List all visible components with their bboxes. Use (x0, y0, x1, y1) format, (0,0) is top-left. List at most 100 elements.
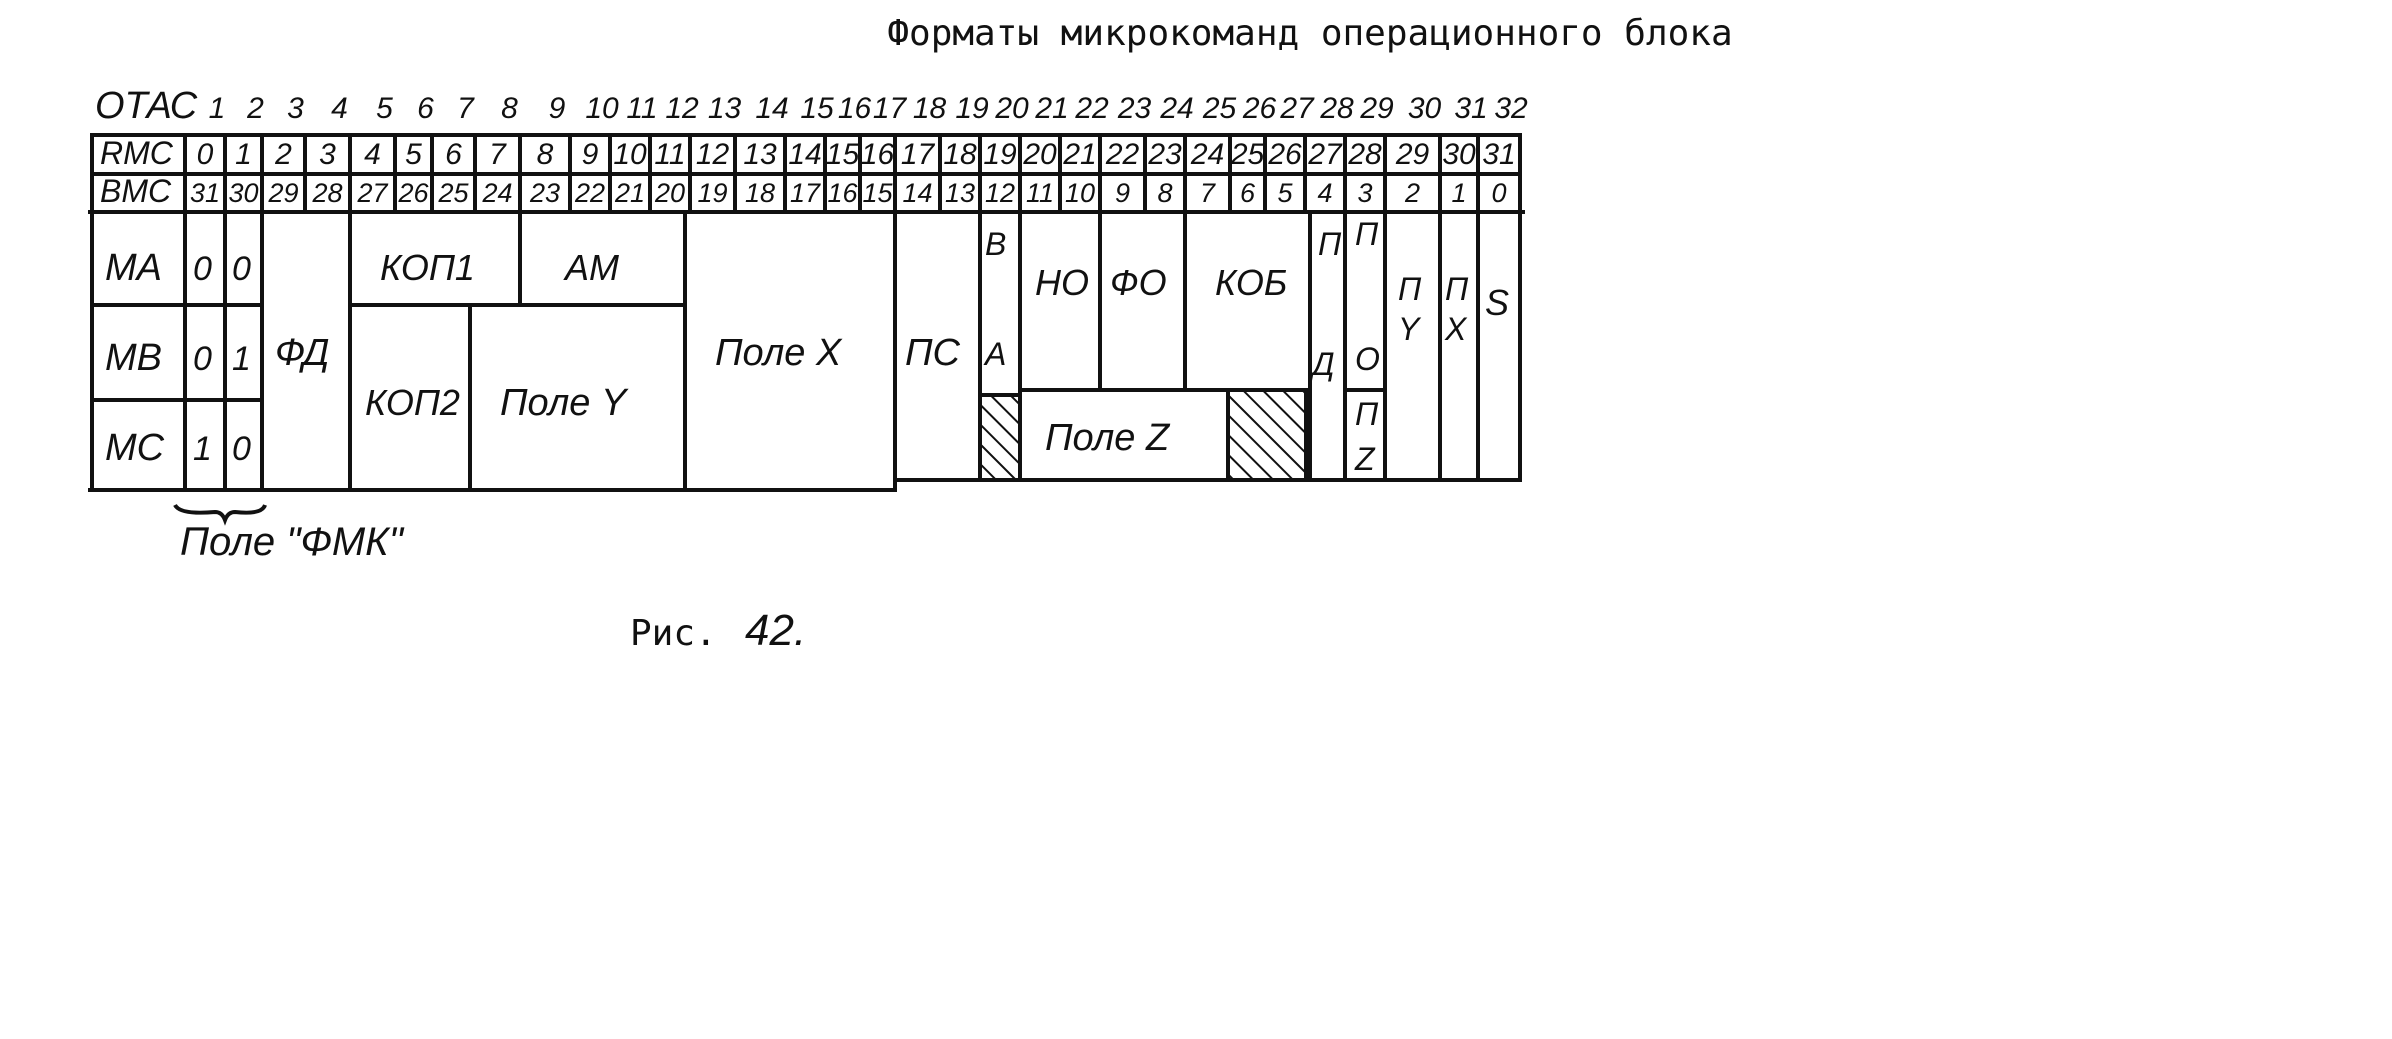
field-kob: КОБ (1215, 262, 1287, 303)
otac-bit-number: 8 (501, 92, 518, 125)
otac-bit-number: 24 (1159, 92, 1193, 125)
rmc-bit-number: 28 (1347, 138, 1382, 171)
otac-bit-number: 16 (838, 92, 872, 125)
bmc-bit-number: 1 (1451, 178, 1466, 208)
ma-label: MA (105, 247, 162, 289)
otac-bit-number: 5 (376, 92, 393, 125)
field-v: В (985, 226, 1006, 262)
format-table: 0311302293284275266257248239221021112012… (88, 133, 1525, 492)
bmc-bit-number: 26 (397, 178, 429, 208)
field-py-top: П (1398, 271, 1422, 307)
rmc-label: RMC (100, 135, 174, 171)
rmc-bit-number: 26 (1267, 138, 1302, 171)
otac-bit-number: 1 (209, 92, 226, 125)
field-a: А (983, 336, 1006, 372)
field-px-bot: X (1444, 311, 1468, 347)
rmc-bit-number: 11 (654, 138, 685, 171)
rmc-bit-number: 15 (826, 138, 860, 171)
rmc-bit-number: 0 (197, 138, 214, 171)
rmc-bit-number: 19 (983, 138, 1017, 171)
rmc-bit-number: 18 (943, 138, 977, 171)
fmk-bit: 0 (232, 250, 251, 288)
otac-bit-number: 28 (1319, 92, 1354, 125)
figure-caption-number: 42. (745, 606, 806, 655)
field-cell-s (1476, 210, 1522, 482)
bmc-label: BMC (100, 173, 172, 209)
figure-caption-prefix: Рис. (630, 613, 717, 654)
rmc-bit-number: 30 (1442, 138, 1476, 171)
rmc-bit-number: 2 (274, 138, 292, 171)
bmc-bit-number: 18 (745, 178, 775, 208)
rmc-bit-number: 3 (319, 138, 336, 171)
bmc-bit-number: 22 (574, 178, 605, 208)
otac-bit-number: 3 (287, 92, 304, 125)
fmk-field-label: Поле "ФМК" (180, 520, 405, 564)
otac-bit-number: 4 (331, 92, 348, 125)
rmc-bit-number: 7 (489, 138, 507, 171)
field-po-top: П (1355, 216, 1379, 252)
diagram-title: Форматы микрокоманд операционного блока (887, 13, 1732, 54)
bmc-bit-number: 29 (267, 178, 298, 208)
bmc-bit-number: 13 (945, 178, 975, 208)
bmc-bit-number: 6 (1240, 178, 1256, 208)
bmc-bit-number: 8 (1157, 178, 1172, 208)
otac-bit-number: 6 (417, 92, 434, 125)
bmc-bit-number: 16 (827, 178, 858, 208)
bmc-bit-number: 10 (1065, 178, 1095, 208)
rmc-bit-number: 5 (405, 138, 422, 171)
bmc-bit-number: 24 (481, 178, 512, 208)
otac-bit-number: 13 (708, 92, 742, 125)
field-fo: ФО (1110, 262, 1167, 303)
field-pd-bot: Д (1309, 346, 1335, 382)
mb-label: MB (105, 337, 162, 379)
fmk-bit: 0 (193, 340, 212, 378)
bmc-bit-number: 23 (529, 178, 560, 208)
otac-bit-number: 9 (549, 92, 566, 125)
otac-bit-number: 18 (913, 92, 947, 125)
field-s: S (1485, 282, 1509, 323)
otac-bit-number: 27 (1279, 92, 1315, 125)
otac-bit-number: 22 (1074, 92, 1109, 125)
bmc-bit-number: 25 (437, 178, 469, 208)
field-fd: ФД (275, 332, 329, 374)
otac-bit-number: 7 (457, 92, 475, 125)
otac-bit-number: 31 (1454, 92, 1487, 125)
otac-bit-number: 12 (665, 92, 699, 125)
otac-bit-number: 14 (755, 92, 788, 125)
bmc-bit-number: 0 (1491, 178, 1506, 208)
field-po-bot: О (1355, 341, 1380, 377)
field-pole-x: Поле X (715, 332, 843, 374)
otac-bit-number: 11 (626, 92, 657, 125)
bmc-bit-number: 11 (1026, 178, 1054, 208)
fmk-bit: 0 (232, 430, 251, 468)
bmc-bit-number: 12 (985, 178, 1015, 208)
otac-label: ОТАС (95, 85, 198, 127)
otac-bit-number: 21 (1034, 92, 1068, 125)
rmc-bit-number: 12 (696, 138, 730, 171)
fmk-bit: 1 (193, 430, 212, 468)
otac-bit-number: 2 (246, 92, 264, 125)
otac-bit-number: 25 (1202, 92, 1237, 125)
otac-bit-number: 17 (873, 92, 908, 125)
rmc-bit-number: 27 (1307, 138, 1343, 171)
field-am: АМ (563, 247, 619, 288)
hatched-unused-area (978, 393, 1022, 482)
bmc-bit-number: 27 (356, 178, 388, 208)
bmc-bit-number: 20 (654, 178, 685, 208)
rmc-bit-number: 10 (613, 138, 647, 171)
field-kop2: КОП2 (365, 382, 460, 423)
rmc-bit-number: 14 (788, 138, 821, 171)
rmc-bit-number: 8 (537, 138, 554, 171)
otac-bit-number: 29 (1359, 92, 1394, 125)
rmc-bit-number: 16 (861, 138, 895, 171)
bmc-bit-number: 2 (1404, 178, 1420, 208)
otac-bit-number: 26 (1242, 92, 1277, 125)
field-pole-y: Поле Y (500, 382, 629, 424)
field-ps: ПС (905, 332, 961, 374)
bmc-bit-number: 21 (614, 178, 645, 208)
rmc-bit-number: 22 (1105, 138, 1140, 171)
otac-bit-number: 23 (1117, 92, 1152, 125)
rmc-bit-number: 25 (1230, 138, 1265, 171)
bmc-bit-number: 3 (1357, 178, 1372, 208)
